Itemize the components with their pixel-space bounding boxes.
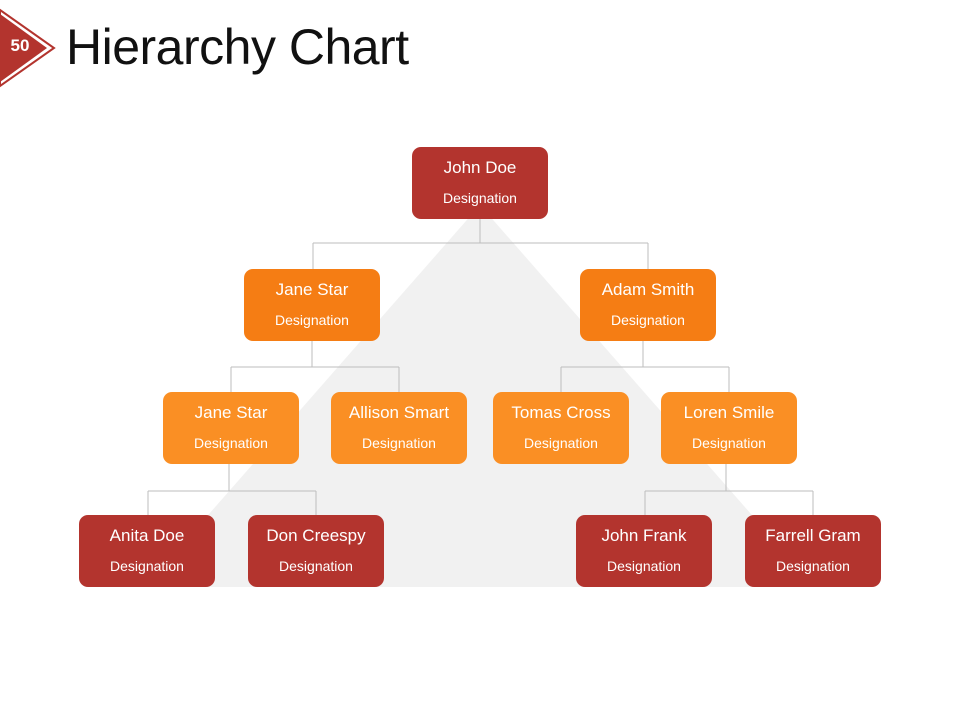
node-designation: Designation — [110, 558, 184, 574]
node-john-doe: John Doe Designation — [412, 147, 548, 219]
node-name: Loren Smile — [683, 403, 775, 422]
slide-number-badge: 50 — [0, 0, 60, 96]
node-john-frank: John Frank Designation — [576, 515, 712, 587]
node-designation: Designation — [776, 558, 850, 574]
node-don-creespy: Don Creespy Designation — [248, 515, 384, 587]
node-designation: Designation — [524, 435, 598, 451]
node-name: Tomas Cross — [511, 403, 611, 422]
node-allison-smart: Allison Smart Designation — [331, 392, 467, 464]
node-loren-smile: Loren Smile Designation — [661, 392, 797, 464]
node-designation: Designation — [443, 190, 517, 206]
connector-l1-left — [230, 341, 400, 392]
node-designation: Designation — [692, 435, 766, 451]
page-title: Hierarchy Chart — [66, 19, 409, 75]
badge-shape — [0, 8, 56, 88]
node-designation: Designation — [194, 435, 268, 451]
node-anita-doe: Anita Doe Designation — [79, 515, 215, 587]
node-designation: Designation — [279, 558, 353, 574]
node-tomas-cross: Tomas Cross Designation — [493, 392, 629, 464]
node-name: Jane Star — [194, 403, 268, 422]
node-designation: Designation — [607, 558, 681, 574]
node-name: Farrell Gram — [765, 526, 861, 545]
node-name: John Frank — [601, 526, 687, 545]
node-designation: Designation — [275, 312, 349, 328]
node-jane-star: Jane Star Designation — [244, 269, 380, 341]
node-name: Allison Smart — [348, 403, 450, 422]
node-designation: Designation — [611, 312, 685, 328]
node-farrell-gram: Farrell Gram Designation — [745, 515, 881, 587]
node-name: Anita Doe — [109, 526, 185, 545]
node-name: Adam Smith — [601, 280, 695, 299]
node-name: Jane Star — [275, 280, 349, 299]
node-jane-star-2: Jane Star Designation — [163, 392, 299, 464]
node-designation: Designation — [362, 435, 436, 451]
node-name: John Doe — [443, 158, 517, 177]
slide-number: 50 — [10, 36, 30, 55]
connector-l2-right — [644, 464, 814, 515]
connector-root — [312, 218, 649, 269]
connector-l1-right — [560, 341, 730, 392]
node-adam-smith: Adam Smith Designation — [580, 269, 716, 341]
connector-l2-left — [147, 464, 317, 515]
node-name: Don Creespy — [266, 526, 366, 545]
